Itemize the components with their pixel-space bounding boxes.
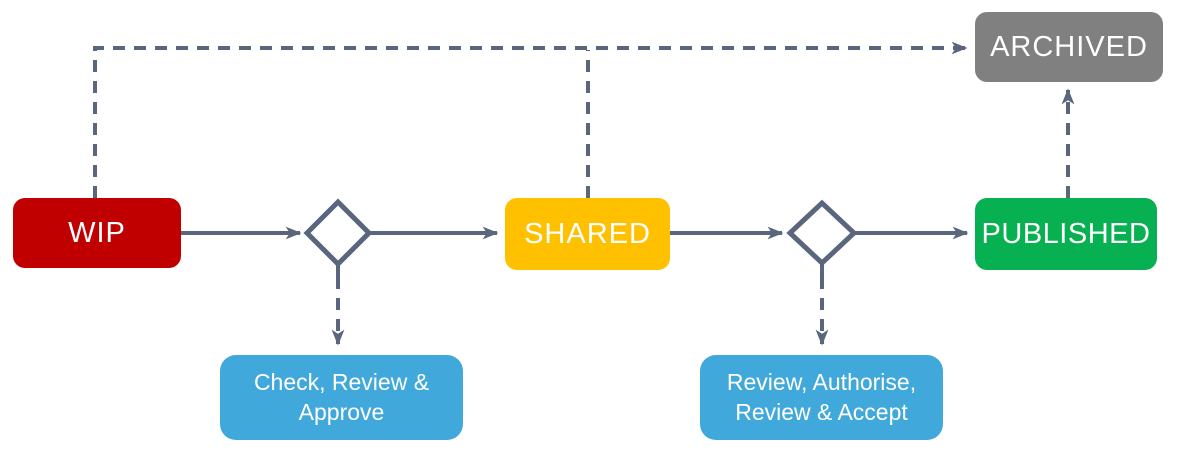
decision-diamond-1 <box>303 198 373 268</box>
decision-diamond-2 <box>786 199 858 267</box>
connector-wip-archived-dashed <box>93 41 968 198</box>
node-published: PUBLISHED <box>975 198 1157 270</box>
node-wip-label: WIP <box>68 216 126 249</box>
node-review-authorise-accept: Review, Authorise, Review & Accept <box>700 355 943 440</box>
node-check-review-approve-label: Check, Review & Approve <box>253 368 430 425</box>
node-published-label: PUBLISHED <box>981 217 1151 250</box>
node-archived-label: ARCHIVED <box>990 30 1148 63</box>
node-wip: WIP <box>13 198 181 268</box>
node-shared: SHARED <box>505 198 670 270</box>
node-shared-label: SHARED <box>524 217 651 250</box>
node-review-authorise-accept-label: Review, Authorise, Review & Accept <box>726 368 917 425</box>
node-archived: ARCHIVED <box>975 12 1163 82</box>
node-check-review-approve: Check, Review & Approve <box>220 355 463 440</box>
